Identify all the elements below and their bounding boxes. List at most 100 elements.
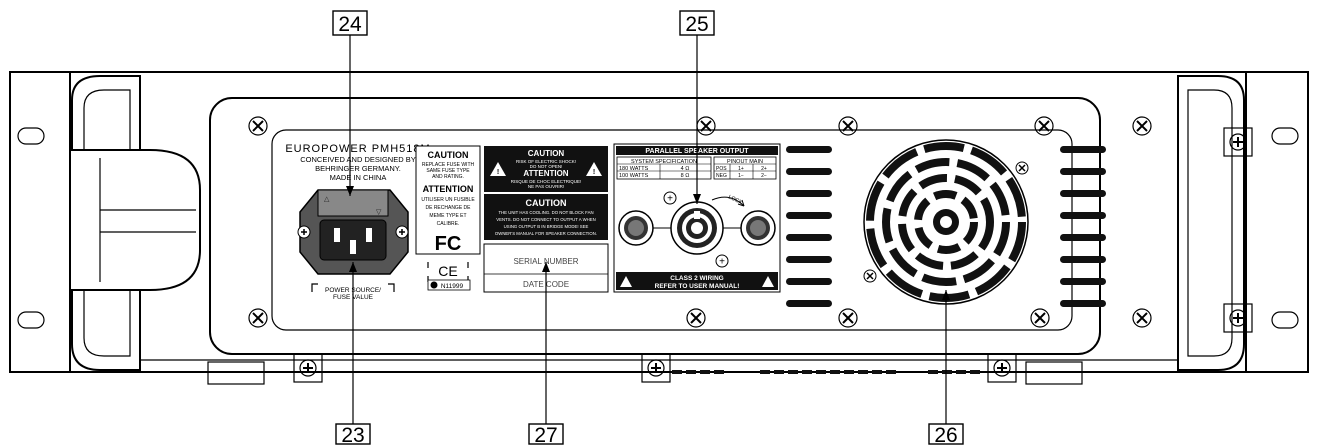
pin-a: 1− bbox=[738, 173, 744, 179]
svg-text:!: ! bbox=[593, 169, 595, 176]
shock-line4: NE PAS OUVRIR! bbox=[528, 184, 564, 189]
shock-line3: RISQUE DE CHOC ELECTRIQUE! bbox=[511, 179, 582, 184]
pin-label: POS bbox=[716, 166, 727, 172]
left-rack-slot-top bbox=[17, 127, 45, 145]
speaker-jack-left bbox=[618, 210, 654, 246]
fuse-caution-label: CAUTION REPLACE FUSE WITH SAME FUSE TYPE… bbox=[415, 145, 481, 255]
screw-icon bbox=[248, 308, 268, 328]
cooling-caution-label: CAUTION THE UNIT HAS COOLING. DO NOT BLO… bbox=[484, 194, 608, 240]
left-rack-slot-bottom bbox=[17, 311, 45, 329]
cooling-line: USING OUTPUT B IN BRIDGE MODE! SEE bbox=[504, 224, 589, 229]
svg-text:▽: ▽ bbox=[376, 209, 382, 216]
screw-icon bbox=[1223, 127, 1253, 157]
fuse-attention-line: DE RECHANGE DE bbox=[425, 205, 471, 211]
screw-icon bbox=[1034, 116, 1054, 136]
callout-24: 24 bbox=[332, 10, 368, 36]
pin-b: 2− bbox=[761, 173, 767, 179]
screw-icon bbox=[395, 225, 409, 239]
screw-icon bbox=[297, 225, 311, 239]
cooling-line: OWNER'S MANUAL FOR SPEAKER CONNECTION. bbox=[495, 231, 597, 236]
spec-ohms: 8 Ω bbox=[681, 173, 690, 179]
screw-icon bbox=[248, 116, 268, 136]
fan-grille bbox=[863, 139, 1029, 305]
lock-label: LOCK bbox=[727, 194, 743, 206]
fuse-attention-line: MEME TYPE ET bbox=[429, 213, 466, 219]
carry-grip bbox=[69, 149, 201, 291]
vent-slots-bottom bbox=[672, 370, 980, 374]
svg-text:!: ! bbox=[497, 169, 499, 176]
speaker-output-panel: PARALLEL SPEAKER OUTPUT SYSTEM SPECIFICA… bbox=[613, 143, 781, 293]
callout-number: 24 bbox=[338, 13, 362, 36]
spec-watts: 100 WATTS bbox=[619, 173, 649, 179]
n-mark: N11999 bbox=[441, 283, 464, 290]
shock-attention-title: ATTENTION bbox=[523, 169, 568, 178]
fuse-attention-line: CALIBRE. bbox=[437, 221, 460, 227]
shock-line1: RISK OF ELECTRIC SHOCK! bbox=[516, 159, 576, 164]
fcc-logo: FC bbox=[435, 233, 462, 255]
cooling-line: VENTS. DO NOT CONNECT TO OUTPUT A WHEN bbox=[496, 217, 595, 222]
fuse-caution-line: SAME FUSE TYPE bbox=[426, 168, 470, 174]
speakon-connector bbox=[670, 201, 724, 255]
pin-label: NEG bbox=[716, 173, 727, 179]
pin-b: 2+ bbox=[761, 166, 767, 172]
callout-number: 27 bbox=[534, 424, 557, 445]
cooling-line: THE UNIT HAS COOLING. DO NOT BLOCK FAN bbox=[498, 210, 593, 215]
screw-icon bbox=[1015, 161, 1029, 175]
pin-a: 1+ bbox=[738, 166, 744, 172]
shock-caution-title: CAUTION bbox=[528, 149, 565, 158]
callout-number: 26 bbox=[934, 424, 957, 445]
model-line4: MADE IN CHINA bbox=[330, 173, 387, 182]
callout-26: 26 bbox=[928, 423, 964, 445]
left-foot bbox=[207, 361, 265, 385]
model-line3: BEHRINGER GERMANY. bbox=[315, 164, 401, 173]
spec-ohms: 4 Ω bbox=[681, 166, 690, 172]
speaker-jack-right bbox=[740, 210, 776, 246]
callout-27: 27 bbox=[528, 423, 564, 445]
fuse-caution-line: REPLACE FUSE WITH bbox=[422, 162, 475, 168]
right-rack-slot-bottom bbox=[1271, 311, 1299, 329]
svg-text:△: △ bbox=[324, 196, 330, 203]
right-rack-slot-top bbox=[1271, 127, 1299, 145]
callout-number: 25 bbox=[685, 13, 708, 36]
model-label: EUROPOWER PMH518M CONCEIVED AND DESIGNED… bbox=[285, 143, 430, 182]
callout-number: 23 bbox=[341, 424, 364, 445]
fuse-attention-title: ATTENTION bbox=[423, 184, 474, 194]
screws bbox=[248, 116, 1253, 383]
screw-icon bbox=[838, 308, 858, 328]
serial-number-label: SERIAL NUMBER bbox=[513, 257, 578, 266]
screw-icon bbox=[641, 353, 671, 383]
svg-text:+: + bbox=[667, 194, 673, 205]
shock-line2: DO NOT OPEN! bbox=[530, 164, 563, 169]
callout-25: 25 bbox=[679, 10, 715, 36]
screw-icon bbox=[863, 269, 877, 283]
fuse-drawer bbox=[317, 189, 389, 217]
screw-icon bbox=[1132, 308, 1152, 328]
fuse-caution-line: AND RATING. bbox=[432, 174, 464, 180]
screw-icon bbox=[987, 353, 1017, 383]
screw-icon bbox=[686, 308, 706, 328]
screw-icon bbox=[1030, 308, 1050, 328]
vent-slots-right bbox=[1060, 146, 1106, 307]
screw-icon bbox=[1132, 116, 1152, 136]
right-foot bbox=[1025, 361, 1083, 385]
spec-header: SYSTEM SPECIFICATION bbox=[631, 159, 697, 165]
model-line2: CONCEIVED AND DESIGNED BY bbox=[300, 155, 415, 164]
model-name: EUROPOWER PMH518M bbox=[285, 143, 430, 155]
cooling-caution-title: CAUTION bbox=[526, 198, 567, 208]
screw-icon bbox=[293, 353, 323, 383]
fuse-caution-title: CAUTION bbox=[428, 150, 469, 160]
fuse-attention-line: UTILISER UN FUSIBLE bbox=[421, 197, 475, 203]
certifications: FC CE N11999 bbox=[427, 233, 471, 291]
screw-icon bbox=[838, 116, 858, 136]
screw-icon bbox=[1223, 303, 1253, 333]
spec-watts: 180 WATTS bbox=[619, 166, 649, 172]
class2-line1: CLASS 2 WIRING bbox=[670, 275, 723, 282]
svg-text:+: + bbox=[719, 257, 725, 268]
shock-caution-label: ! ! CAUTION RISK OF ELECTRIC SHOCK! DO N… bbox=[484, 146, 608, 192]
pinout-header: PINOUT MAIN bbox=[727, 159, 763, 165]
right-handle bbox=[1177, 75, 1245, 371]
vent-slots-left bbox=[786, 146, 832, 307]
plus-icon: + bbox=[663, 191, 677, 205]
plus-icon: + bbox=[715, 254, 729, 268]
